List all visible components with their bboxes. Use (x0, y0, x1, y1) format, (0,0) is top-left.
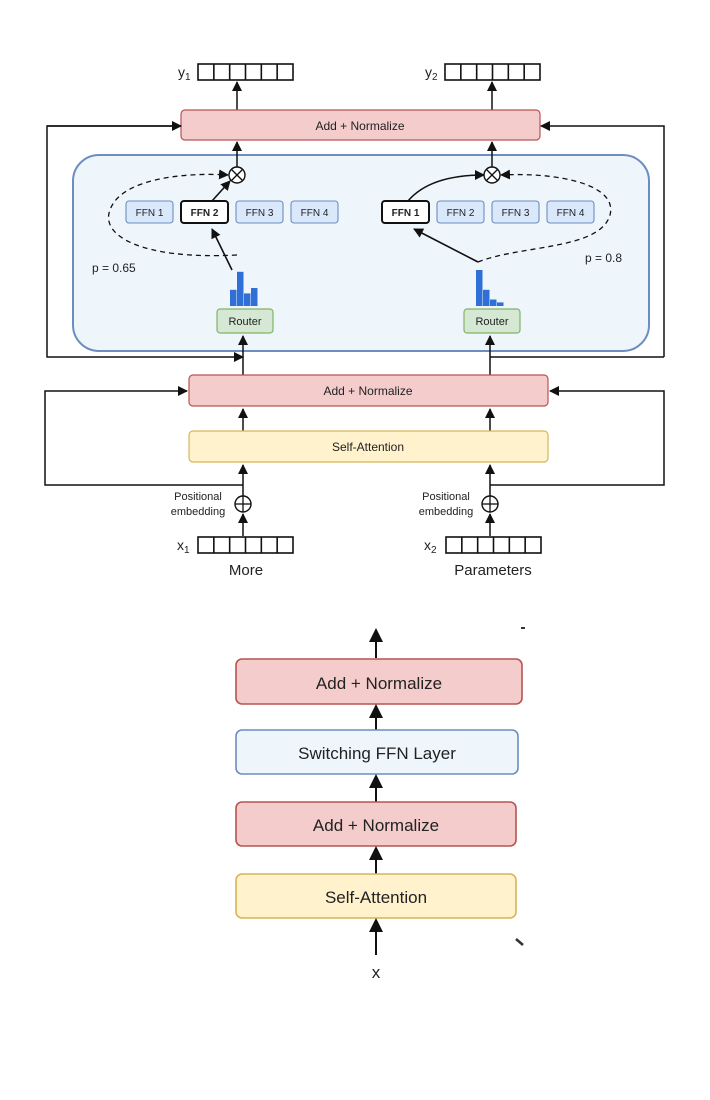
svg-text:Router: Router (475, 316, 508, 328)
output-token-y1: y1 (178, 63, 294, 83)
add-normalize-top-block: Add + Normalize (180, 109, 541, 141)
hist-bar (490, 299, 497, 306)
ffn-expert-3: FFN 3 (235, 200, 284, 224)
svg-text:Add + Normalize: Add + Normalize (316, 674, 442, 693)
router-distribution-right (476, 270, 504, 306)
prob-label-left: p = 0.65 (92, 261, 136, 275)
ffn-expert-2: FFN 2 (436, 200, 485, 224)
router-distribution-left (230, 271, 258, 306)
residual-loop-upper-right (540, 121, 665, 357)
svg-text:Switching FFN Layer: Switching FFN Layer (298, 744, 456, 763)
svg-text:FFN 2: FFN 2 (191, 208, 219, 219)
output-token-y2: y2 (425, 63, 541, 83)
hist-bar (483, 289, 490, 306)
svg-text:y2: y2 (425, 64, 438, 83)
hist-bar (237, 271, 244, 306)
svg-text:Router: Router (228, 316, 261, 328)
multiply-node-right (483, 166, 501, 184)
arrow-router-to-ffn2 (211, 228, 233, 271)
ffn-expert-2-selected: FFN 2 (180, 200, 229, 224)
arrow-ffn1-to-multiply (407, 170, 485, 202)
svg-text:FFN 3: FFN 3 (246, 208, 274, 219)
vector-y2 (444, 63, 541, 81)
input-token-x1: x1 More (177, 536, 294, 579)
svg-text:Positional: Positional (174, 491, 222, 503)
ffn-expert-4: FFN 4 (546, 200, 595, 224)
ffn-row-right: FFN 1 FFN 2 FFN 3 FFN 4 (381, 200, 595, 224)
positional-embedding-left: Positional embedding (171, 491, 252, 518)
svg-text:x1: x1 (177, 537, 190, 556)
arrow-ffn2-to-multiply (211, 180, 231, 202)
svg-text:Self-Attention: Self-Attention (325, 888, 427, 907)
ffn-row-left: FFN 1 FFN 2 FFN 3 FFN 4 (125, 200, 339, 224)
svg-text:FFN 3: FFN 3 (502, 208, 530, 219)
arrow-router-to-ffn1 (413, 228, 479, 263)
hist-bar (476, 270, 483, 306)
self-attention-block: Self-Attention (188, 430, 549, 463)
ffn-expert-1-selected: FFN 1 (381, 200, 430, 224)
svg-text:x2: x2 (424, 537, 437, 556)
bottom-add-normalize-top-block: Add + Normalize (235, 658, 523, 705)
input-token-x2: x2 Parameters (424, 536, 542, 579)
svg-text:FFN 1: FFN 1 (136, 208, 164, 219)
hist-bar (244, 293, 251, 306)
svg-text:y1: y1 (178, 64, 191, 83)
hist-bar (230, 289, 237, 306)
bottom-add-normalize-bottom-block: Add + Normalize (235, 801, 517, 847)
prob-label-right: p = 0.8 (585, 251, 622, 265)
svg-text:embedding: embedding (419, 506, 473, 518)
ffn-expert-4: FFN 4 (290, 200, 339, 224)
switching-ffn-panel (72, 154, 650, 352)
hist-bar (497, 302, 504, 306)
svg-text:FFN 2: FFN 2 (447, 208, 475, 219)
bottom-input-label: x (372, 963, 381, 982)
vector-x1 (197, 536, 294, 554)
svg-text:FFN 4: FFN 4 (301, 208, 329, 219)
svg-text:FFN 1: FFN 1 (392, 208, 420, 219)
hist-bar (251, 288, 258, 306)
svg-text:Self-Attention: Self-Attention (332, 440, 404, 454)
svg-text:Positional: Positional (422, 491, 470, 503)
residual-loop-lower-left (44, 386, 243, 486)
token-label-left: More (229, 562, 263, 579)
router-left: Router (216, 308, 274, 334)
svg-text:Add + Normalize: Add + Normalize (313, 816, 439, 835)
positional-embedding-right: Positional embedding (419, 491, 499, 518)
svg-text:Add + Normalize: Add + Normalize (323, 384, 412, 398)
bottom-self-attention-block: Self-Attention (235, 873, 517, 919)
svg-text:Add + Normalize: Add + Normalize (315, 119, 404, 133)
ffn-expert-1: FFN 1 (125, 200, 174, 224)
residual-loop-lower-right (490, 386, 665, 486)
speck (515, 938, 524, 946)
add-normalize-mid-block: Add + Normalize (188, 374, 549, 407)
vector-x2 (445, 536, 542, 554)
bottom-switching-ffn-block: Switching FFN Layer (235, 729, 519, 775)
multiply-node-left (228, 166, 246, 184)
router-right: Router (463, 308, 521, 334)
dashed-prob-path-right (477, 169, 612, 263)
svg-text:FFN 4: FFN 4 (557, 208, 585, 219)
ffn-expert-3: FFN 3 (491, 200, 540, 224)
vector-y1 (197, 63, 294, 81)
svg-text:embedding: embedding (171, 506, 225, 518)
token-label-right: Parameters (454, 562, 532, 579)
